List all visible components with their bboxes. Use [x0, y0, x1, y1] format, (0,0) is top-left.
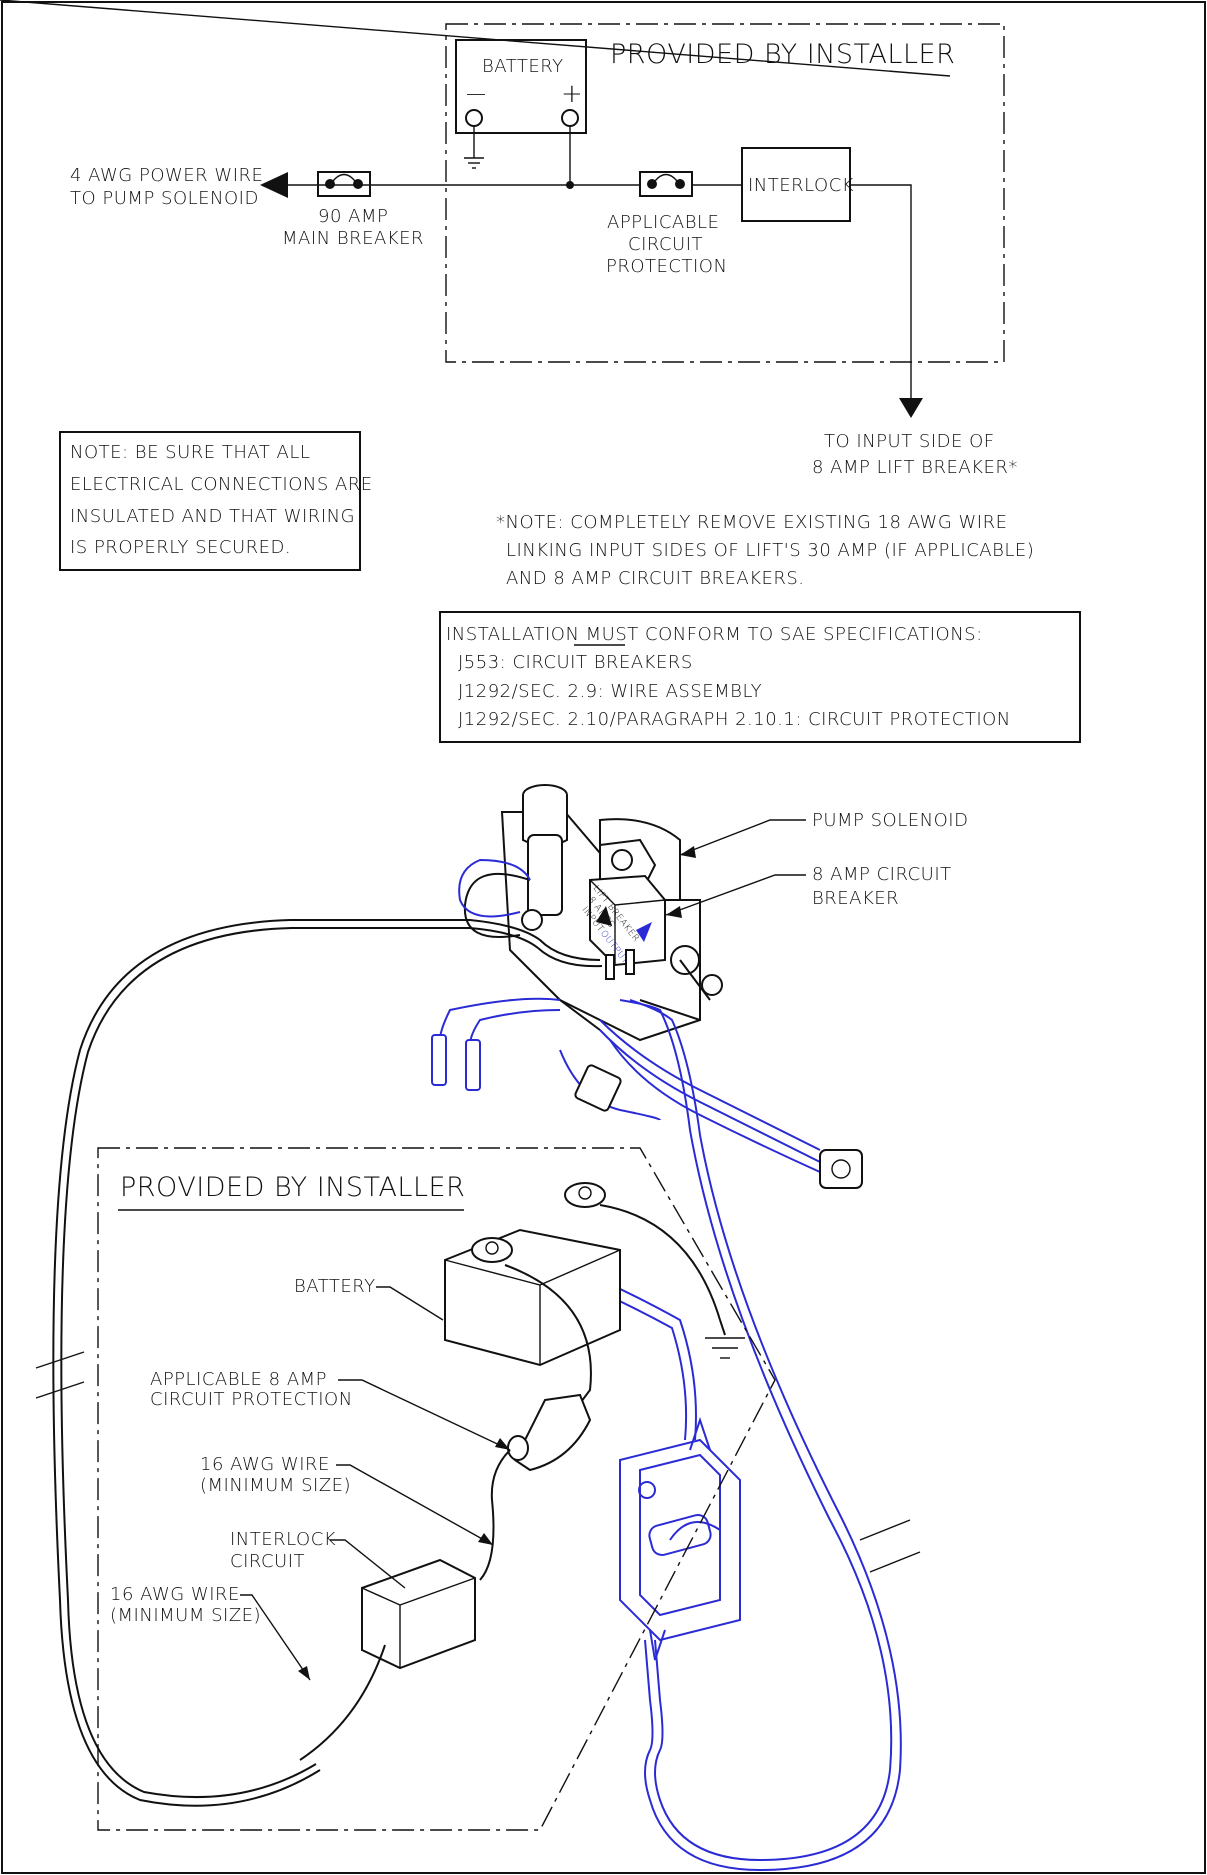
main-breaker-symbol: [317, 171, 371, 197]
protection-and-interlock: [299, 1264, 592, 1761]
sae-heading-must: MUST: [586, 624, 639, 645]
battery-positive-terminal: [561, 109, 579, 127]
asterisk-note-line: LINKING INPUT SIDES OF LIFT'S 30 AMP (IF…: [506, 540, 1034, 561]
lift-breaker-8amp: LIFT BREAKER 8 AMPS INPUT OUTPUT: [579, 874, 666, 980]
protection-label-2: CIRCUIT PROTECTION: [150, 1389, 353, 1410]
wire-break-mark: [35, 1381, 85, 1399]
breaker-label-1: 8 AMP CIRCUIT: [812, 864, 952, 885]
sae-spec-box: INSTALLATION MUST CONFORM TO SAE SPECIFI…: [439, 611, 1081, 743]
wire-break-mark: [859, 1519, 911, 1541]
harness-pin: [465, 1039, 481, 1091]
insulation-note-line: INSULATED AND THAT WIRING: [70, 506, 355, 527]
installer-region-top: [445, 23, 1005, 363]
wire-a-label-1: 16 AWG WIRE: [200, 1454, 330, 1475]
asterisk-note-line: *NOTE: COMPLETELY REMOVE EXISTING 18 AWG…: [496, 512, 1008, 533]
breaker-output-arrow: [636, 922, 652, 942]
asterisk-note: *NOTE: COMPLETELY REMOVE EXISTING 18 AWG…: [496, 512, 1034, 589]
main-breaker-label-2: MAIN BREAKER: [282, 228, 424, 249]
wire-b-label-2: (MINIMUM SIZE): [110, 1605, 261, 1626]
power-wire-label-2: TO PUMP SOLENOID: [70, 188, 259, 209]
to-lift-breaker-arrow: [899, 398, 923, 418]
power-wire-label-1: 4 AWG POWER WIRE: [70, 165, 263, 186]
interlock-circuit-label-1: INTERLOCK: [230, 1529, 336, 1550]
to-input-label-2: 8 AMP LIFT BREAKER*: [812, 457, 1018, 478]
power-wire-arrow: [260, 172, 288, 198]
sae-heading: INSTALLATION MUST CONFORM TO SAE SPECIFI…: [446, 624, 983, 645]
harness-connector: [819, 1149, 863, 1189]
wire-break-mark: [869, 1551, 921, 1573]
battery-negative-terminal: [465, 109, 483, 127]
harness-pin: [431, 1034, 447, 1086]
to-input-label-1: TO INPUT SIDE OF: [824, 431, 995, 452]
interlock-circuit-label-2: CIRCUIT: [230, 1551, 305, 1572]
pump-solenoid-label: PUMP SOLENOID: [812, 810, 968, 831]
protection-label-1: APPLICABLE 8 AMP: [150, 1369, 327, 1390]
illustration-labels: PUMP SOLENOID 8 AMP CIRCUIT BREAKER BATT…: [110, 810, 968, 1681]
installer-region-bottom: [97, 1147, 776, 1831]
circuit-protection-label-3: PROTECTION: [606, 256, 727, 277]
battery-label: BATTERY: [482, 56, 564, 77]
junction-dot: [566, 181, 574, 189]
asterisk-note-line: AND 8 AMP CIRCUIT BREAKERS.: [506, 568, 805, 589]
breaker-input-arrow: [596, 906, 612, 926]
battery-plus: +: [561, 79, 583, 109]
installer-label-bottom: PROVIDED BY INSTALLER: [120, 1172, 465, 1203]
wire-break-mark: [35, 1351, 85, 1369]
insulation-note-line: IS PROPERLY SECURED.: [70, 537, 291, 558]
breaker-label-2: BREAKER: [812, 888, 899, 909]
circuit-protection-symbol: [639, 171, 693, 197]
sae-item: J1292/SEC. 2.9: WIRE ASSEMBLY: [458, 681, 762, 702]
sae-item: J1292/SEC. 2.10/PARAGRAPH 2.10.1: CIRCUI…: [458, 709, 1011, 730]
insulation-note-line: ELECTRICAL CONNECTIONS ARE: [70, 474, 373, 495]
battery-symbol: [455, 39, 587, 134]
installer-label-top: PROVIDED BY INSTALLER: [610, 39, 955, 70]
schematic: PROVIDED BY INSTALLER BATTERY — + 4 AWG …: [0, 0, 1018, 478]
sae-item: J553: CIRCUIT BREAKERS: [458, 652, 693, 673]
insulation-note-box: NOTE: BE SURE THAT ALL ELECTRICAL CONNEC…: [59, 431, 373, 571]
interlock-label: INTERLOCK: [748, 175, 854, 196]
battery-illustration: [444, 1182, 745, 1367]
insulation-note-line: NOTE: BE SURE THAT ALL: [70, 442, 310, 463]
battery-illustration-label: BATTERY: [294, 1276, 376, 1297]
black-harness: [35, 872, 603, 1807]
installer-label-underline: [0, 0, 951, 77]
battery-minus: —: [466, 81, 487, 105]
main-breaker-label-1: 90 AMP: [318, 206, 388, 227]
circuit-protection-label-1: APPLICABLE: [607, 212, 719, 233]
inline-connector: [574, 1064, 622, 1112]
wire-b-label-1: 16 AWG WIRE: [110, 1584, 240, 1605]
circuit-protection-label-2: CIRCUIT: [628, 234, 703, 255]
wire-a-label-2: (MINIMUM SIZE): [200, 1475, 351, 1496]
